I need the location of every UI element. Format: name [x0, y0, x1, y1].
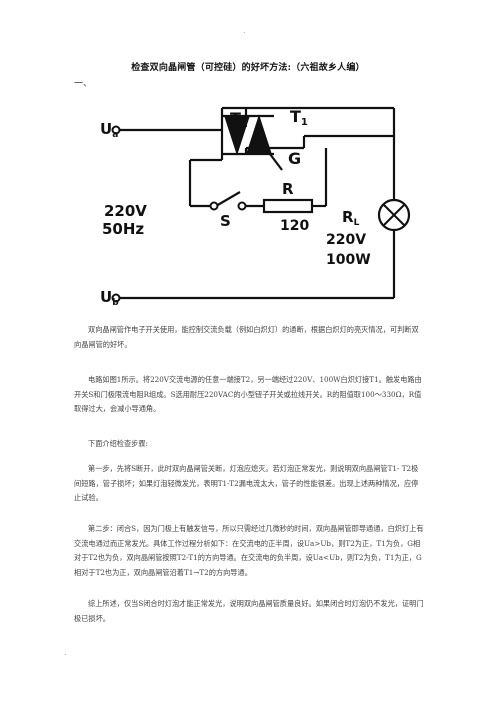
label-t2: T2 [230, 109, 248, 130]
paragraph-step-two: 第二步：闭合S，因为门极上有触发信号，所以只需经过几微秒的时间，双向晶闸管即导通… [74, 524, 424, 577]
label-lamp-voltage: 220V [326, 232, 366, 248]
label-t1: T1 [290, 107, 308, 128]
switch-contact-right [237, 201, 247, 211]
label-gate: G [288, 149, 301, 168]
paragraph-steps-heading: 下面介绍检查步骤: [88, 439, 148, 448]
label-supply-voltage: 220V [104, 202, 147, 220]
paragraph-step-one: 第一步，先将S断开，此时双向晶闸管关断，灯泡应熄灭。若灯泡正常发光，则说明双向晶… [74, 464, 419, 502]
triac-symbol [222, 114, 283, 171]
terminal-ua [111, 125, 121, 135]
label-ub: Ub [100, 288, 119, 308]
circuit-diagram: Ua Ub T2 T1 G S R 120 RL 220V 50Hz 220V … [100, 106, 411, 308]
label-switch: S [220, 212, 231, 230]
document-title: 检查双向晶闸管（可控硅）的好坏方法:（六祖故乡人编） [131, 63, 365, 73]
switch-contact-left [209, 201, 219, 211]
label-resistor-value: 120 [280, 218, 309, 234]
terminal-ub [111, 293, 121, 303]
label-resistor: R [282, 180, 294, 198]
label-lamp-power: 100W [326, 252, 371, 268]
top-dot-mark: . [243, 26, 246, 35]
resistor-r [262, 198, 314, 214]
label-ua: Ua [100, 120, 118, 140]
paragraph-intro: 双向晶闸管作电子开关使用，能控制交流负载（例如白炽灯）的通断，根据白炽灯的亮灭情… [74, 325, 419, 349]
bottom-dot-mark: . [64, 648, 67, 657]
section-number: 一、 [74, 79, 93, 89]
paragraph-circuit: 电路如图1所示。将220V交流电源的任意一端接T2，另一端经过220V、100W… [74, 375, 422, 413]
label-supply-frequency: 50Hz [102, 220, 144, 238]
paragraph-summary: 综上所述，仅当S闭合时灯泡才能正常发光，说明双向晶闸管质量良好。如果闭合时灯泡仍… [74, 599, 424, 623]
label-load: RL [342, 208, 360, 228]
lamp-symbol [377, 198, 411, 232]
